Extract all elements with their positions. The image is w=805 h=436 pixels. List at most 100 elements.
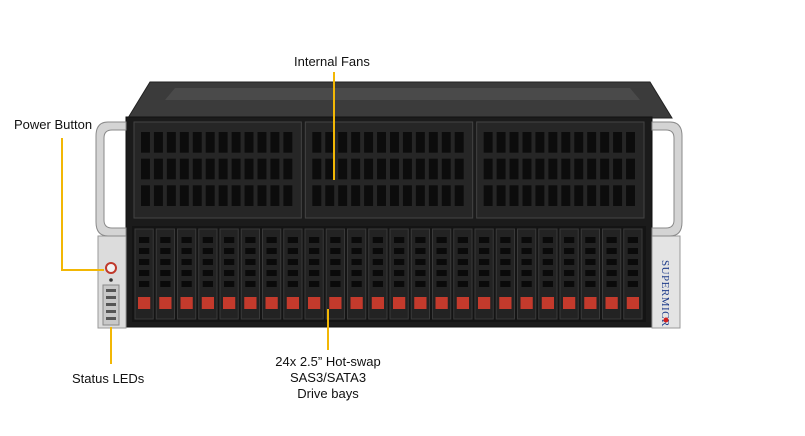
drive-vent	[436, 281, 447, 287]
fan-vent	[153, 132, 163, 153]
drive-latch[interactable]	[499, 297, 512, 309]
drive-latch[interactable]	[371, 297, 384, 309]
drive-bays-line-3: Drive bays	[297, 386, 359, 401]
handle-right	[651, 121, 683, 237]
fan-vent	[141, 185, 150, 206]
fan-vent	[218, 132, 228, 153]
drive-vent	[521, 248, 532, 254]
fan-vent	[270, 185, 280, 206]
drive-vent	[351, 237, 362, 243]
drive-vent	[585, 270, 596, 276]
drive-latch[interactable]	[414, 297, 427, 309]
fan-vent	[483, 158, 493, 180]
drive-vent	[160, 270, 171, 276]
drive-latch[interactable]	[584, 297, 597, 309]
fan-vent	[441, 158, 451, 180]
drive-vent	[309, 270, 320, 276]
handle-left	[95, 121, 127, 237]
fan-vent	[548, 185, 558, 206]
drive-vent	[181, 270, 192, 276]
fan-vent	[390, 132, 399, 153]
fan-vent	[509, 158, 519, 180]
drive-vent	[394, 248, 405, 254]
drive-latch[interactable]	[541, 297, 554, 309]
fan-vent	[244, 158, 254, 180]
fan-vent	[192, 185, 202, 206]
drive-vent	[224, 270, 235, 276]
drive-latch[interactable]	[138, 297, 151, 309]
drive-vent	[585, 237, 596, 243]
drive-vent	[585, 248, 596, 254]
drive-latch[interactable]	[286, 297, 299, 309]
status-led	[106, 310, 116, 313]
drive-vent	[479, 237, 490, 243]
drive-latch[interactable]	[265, 297, 278, 309]
power-button[interactable]	[105, 262, 117, 274]
fan-vent	[338, 185, 348, 206]
callout-status-leds: Status LEDs	[72, 371, 145, 386]
drive-vent	[351, 281, 362, 287]
drive-vent	[500, 248, 511, 254]
drive-vent	[394, 281, 405, 287]
fan-vent	[561, 158, 571, 180]
drive-vent	[627, 281, 638, 287]
fan-vent	[338, 132, 348, 153]
drive-latch[interactable]	[435, 297, 448, 309]
drive-vent	[564, 281, 575, 287]
drive-latch[interactable]	[605, 297, 618, 309]
fan-vent	[218, 158, 228, 180]
drive-latch[interactable]	[159, 297, 172, 309]
fan-vent	[390, 185, 399, 206]
callout-internal-fans: Internal Fans	[294, 54, 370, 69]
fan-vent	[377, 185, 386, 206]
drive-latch[interactable]	[563, 297, 576, 309]
status-led-panel	[102, 284, 120, 326]
drive-vent	[394, 237, 405, 243]
fan-vent	[364, 158, 374, 180]
fan-vent	[548, 132, 558, 153]
drive-vent	[606, 270, 617, 276]
drive-vent	[394, 259, 405, 265]
drive-latch[interactable]	[329, 297, 342, 309]
drive-vent	[415, 248, 426, 254]
fan-vent	[351, 158, 361, 180]
drive-vent	[309, 281, 320, 287]
drive-vent	[500, 259, 511, 265]
drive-latch[interactable]	[201, 297, 214, 309]
drive-vent	[372, 259, 383, 265]
fan-vent	[535, 158, 545, 180]
drive-latch[interactable]	[393, 297, 406, 309]
fan-vent	[312, 185, 322, 206]
drive-vent	[415, 237, 426, 243]
drive-vent	[224, 281, 235, 287]
fan-vent	[231, 132, 241, 153]
drive-vent	[287, 270, 298, 276]
fan-vent	[509, 185, 519, 206]
drive-latch[interactable]	[520, 297, 533, 309]
drive-vent	[372, 281, 383, 287]
fan-vent	[205, 132, 215, 153]
drive-latch[interactable]	[308, 297, 321, 309]
fan-vent	[535, 132, 545, 153]
drive-latch[interactable]	[350, 297, 363, 309]
fan-vent	[231, 185, 241, 206]
drive-latch[interactable]	[244, 297, 257, 309]
drive-latch[interactable]	[626, 297, 639, 309]
drive-latch[interactable]	[456, 297, 469, 309]
drive-latch[interactable]	[180, 297, 193, 309]
drive-vent	[457, 281, 468, 287]
drive-vent	[266, 237, 277, 243]
drive-vent	[160, 237, 171, 243]
drive-vent	[330, 248, 341, 254]
drive-vent	[585, 281, 596, 287]
fan-vent	[312, 132, 322, 153]
drive-latch[interactable]	[223, 297, 236, 309]
fan-vent	[283, 132, 293, 153]
drive-vent	[351, 259, 362, 265]
fan-vent	[166, 132, 176, 153]
fan-vent	[587, 132, 597, 153]
drive-vent	[224, 248, 235, 254]
power-indicator-icon	[109, 278, 113, 282]
fan-vent	[428, 132, 438, 153]
drive-latch[interactable]	[478, 297, 491, 309]
